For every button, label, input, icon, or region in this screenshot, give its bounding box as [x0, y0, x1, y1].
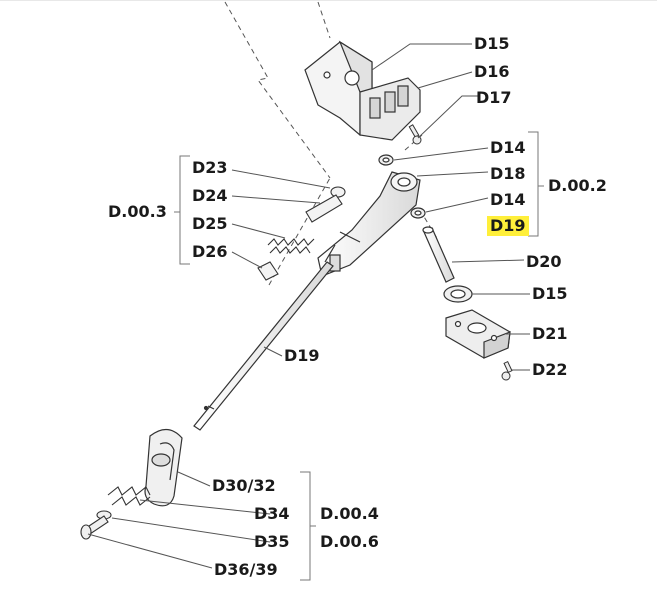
label-d30-32: D30/32 [212, 476, 276, 495]
leader-lines [87, 43, 530, 569]
label-d17: D17 [476, 88, 512, 107]
label-d15-bottom: D15 [532, 284, 568, 303]
main-rod-d19 [193, 261, 334, 431]
label-d26: D26 [192, 242, 228, 261]
label-d35: D35 [254, 532, 290, 551]
group-label-d003: D.00.3 [108, 202, 167, 221]
label-d21: D21 [532, 324, 568, 343]
group-brackets [174, 131, 544, 581]
washer-d14-bottom [410, 207, 426, 219]
label-d25: D25 [192, 214, 228, 233]
label-d19-rod: D19 [284, 346, 320, 365]
top-border [0, 0, 657, 1]
label-d20: D20 [526, 252, 562, 271]
label-d36-39: D36/39 [214, 560, 278, 579]
label-d16: D16 [474, 62, 510, 81]
bracket-part [304, 40, 421, 141]
subassembly-d23-d26 [257, 186, 346, 281]
handle-d30-32 [144, 428, 183, 507]
label-d24: D24 [192, 186, 228, 205]
screw-d17 [408, 124, 422, 145]
label-d15-top: D15 [474, 34, 510, 53]
label-d23: D23 [192, 158, 228, 177]
group-label-d004: D.00.4 [320, 504, 379, 523]
plate-d21 [445, 309, 511, 359]
label-d34: D34 [254, 504, 290, 523]
assembly-guide-lines [224, 1, 439, 286]
pin-d20 [422, 226, 455, 283]
lever-arm-d18 [317, 171, 421, 277]
label-d19-highlighted: D19 [487, 216, 529, 236]
washer-d14-top [378, 154, 394, 166]
label-d14-b: D14 [490, 190, 526, 209]
screw-d36-39 [80, 515, 109, 540]
label-d18: D18 [490, 164, 526, 183]
group-label-d006: D.00.6 [320, 532, 379, 551]
label-d14-a: D14 [490, 138, 526, 157]
screw-d22 [501, 360, 513, 381]
label-d22: D22 [532, 360, 568, 379]
group-label-d002: D.00.2 [548, 176, 607, 195]
washer-d15-bottom [443, 285, 473, 303]
spring-d34 [107, 486, 151, 506]
